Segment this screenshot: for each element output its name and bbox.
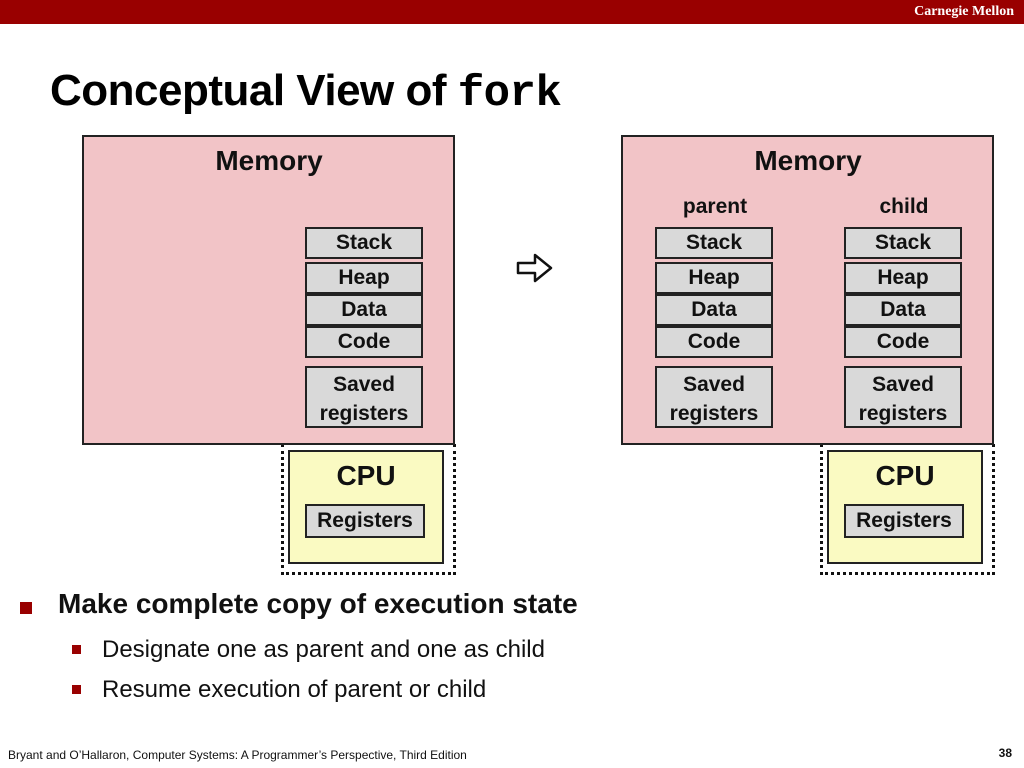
right-memory-label: Memory	[754, 145, 862, 176]
right-cpu-label: CPU	[875, 460, 935, 491]
saved-line-1: Saved	[333, 373, 395, 396]
right-arrow-icon	[516, 253, 553, 283]
footer-citation: Bryant and O’Hallaron, Computer Systems:…	[8, 748, 467, 762]
title-code: fork	[457, 69, 562, 119]
parent-stack-segment: Stack	[655, 227, 773, 259]
parent-code-segment: Code	[655, 326, 773, 358]
title-text: Conceptual View of	[50, 66, 458, 115]
child-heap-segment: Heap	[844, 262, 962, 294]
left-memory-label: Memory	[215, 145, 323, 176]
saved-line-2: registers	[858, 402, 948, 425]
child-stack-segment: Stack	[844, 227, 962, 259]
header-bar: Carnegie Mellon	[0, 0, 1024, 24]
page-number: 38	[998, 746, 1012, 760]
left-code-segment: Code	[305, 326, 423, 358]
sub-bullet-square-icon	[72, 685, 81, 694]
saved-line-1: Saved	[683, 373, 745, 396]
saved-line-2: registers	[669, 402, 759, 425]
right-process-dotted-outline	[820, 444, 995, 575]
child-code-segment: Code	[844, 326, 962, 358]
bullet-square-icon	[20, 602, 32, 614]
parent-saved-registers: Saved registers	[655, 366, 773, 428]
sub-bullet-text: Resume execution of parent or child	[102, 676, 487, 703]
left-cpu-box: CPU Registers	[288, 450, 444, 564]
child-label: child	[879, 195, 929, 218]
left-registers-box: Registers	[305, 504, 425, 538]
parent-heap-segment: Heap	[655, 262, 773, 294]
left-saved-registers: Saved registers	[305, 366, 423, 428]
child-saved-registers: Saved registers	[844, 366, 962, 428]
parent-label: parent	[682, 195, 748, 218]
left-data-segment: Data	[305, 294, 423, 326]
main-bullet-text: Make complete copy of execution state	[58, 588, 578, 619]
right-cpu-box: CPU Registers	[827, 450, 983, 564]
sub-bullet-text: Designate one as parent and one as child	[102, 636, 545, 663]
parent-data-segment: Data	[655, 294, 773, 326]
right-registers-box: Registers	[844, 504, 964, 538]
saved-line-1: Saved	[872, 373, 934, 396]
left-stack-segment: Stack	[305, 227, 423, 259]
left-cpu-label: CPU	[336, 460, 396, 491]
child-data-segment: Data	[844, 294, 962, 326]
sub-bullet-square-icon	[72, 645, 81, 654]
slide-title: Conceptual View of fork	[50, 66, 562, 119]
left-heap-segment: Heap	[305, 262, 423, 294]
left-process-dotted-outline	[281, 444, 456, 575]
saved-line-2: registers	[319, 402, 409, 425]
institution-name: Carnegie Mellon	[914, 4, 1014, 19]
